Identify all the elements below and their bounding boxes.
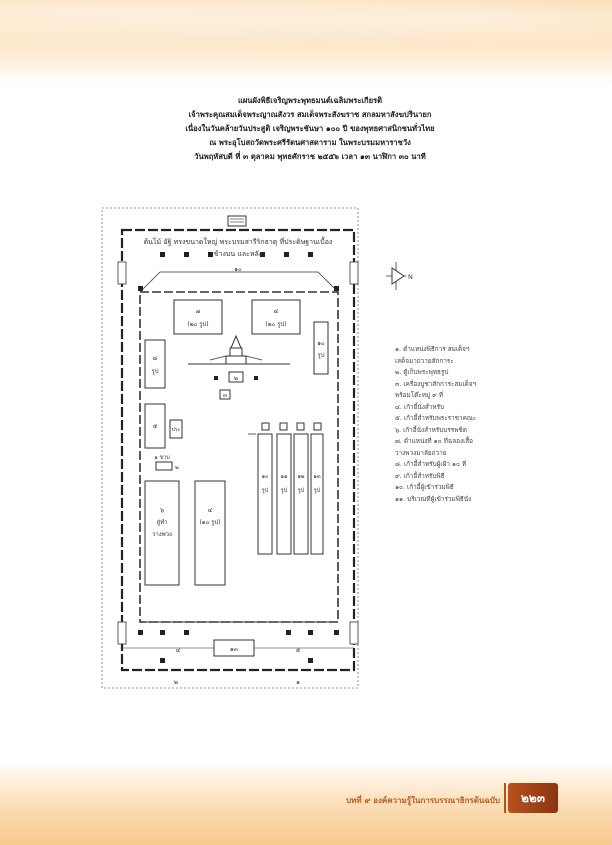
box-right — [313, 321, 329, 375]
legend-item: ๙. เก้าอี้สำหรับพิธี — [395, 471, 445, 480]
compass-label: N — [408, 273, 413, 281]
box-bottom-left-1 — [144, 480, 180, 586]
box-upper-left-num: ๗ — [196, 308, 201, 315]
window-left — [117, 261, 127, 285]
column-boxes — [257, 433, 324, 555]
bottom-marker: ๒ — [174, 679, 178, 686]
building-wall — [120, 228, 356, 672]
box-upper-right-num: ๔ — [274, 308, 279, 315]
diagram-top-label: ต้นไม้ อัฐิ ทรงขนาดใหญ่ พระบรมสารีริกธาต… — [144, 235, 333, 246]
diagram-top-label-sub: ข้างบน และหลัง — [214, 250, 262, 258]
column-label-3: ๑๒ — [297, 474, 304, 480]
legend-item: ๑๐. เก้าอี้ผู้เข้าร่วมพิธี — [395, 483, 454, 491]
altar-num: ๒ — [234, 375, 238, 382]
column-text-2: รูป — [281, 487, 288, 494]
box-upper-right-text: (๒๐ รูป) — [265, 321, 286, 328]
chapter-title: บทที่ ๙ องค์ความรู้ในการบรรณาธิกรต้นฉบับ — [346, 796, 500, 805]
box-left-1-num: ๘ — [153, 355, 158, 362]
column-box-1 — [257, 433, 273, 555]
legend-item: ๓. เครื่องบูชาสักการะสมเด็จฯ — [395, 379, 477, 388]
window-right-lower — [349, 621, 359, 645]
column-box-3 — [293, 433, 309, 555]
bench-label: ๑ ขาบ — [154, 455, 170, 461]
bottom-box-label: ๑๓ — [230, 646, 238, 653]
document-title: แผนผังพิธีเจริญพระพุทธมนต์เฉลิมพระเกียรต… — [150, 94, 470, 164]
box-left-2-num: ๕ — [153, 423, 158, 430]
title-line: เนื่องในวันคล้ายวันประสูติ เจริญพระชันษา… — [185, 124, 435, 133]
box-left-2 — [144, 403, 166, 449]
legend-item: วางพวงมาลัยถวาย — [395, 448, 447, 457]
window-left-lower — [117, 621, 127, 645]
box-left-1 — [144, 339, 166, 389]
legend-item: ๔. เก้าอี้นั่งสำหรับ — [395, 402, 445, 411]
column-box-4 — [310, 433, 324, 555]
pillars-top — [138, 252, 339, 291]
box-bottom-left-1-text1: สู่ทำ — [157, 519, 168, 526]
altar-table — [228, 371, 244, 383]
door-top — [227, 215, 247, 227]
box-right-num: ๑๐ — [317, 340, 325, 347]
legend-item: ๕. เก้าอี้สำหรับพระราชาคณะ — [395, 414, 477, 422]
legend-item: ๗. ตำแหน่งที่ ๑๐ ที่ฉลองเสื้อ — [395, 437, 474, 445]
title-line: วันพฤหัสบดี ที่ ๓ ตุลาคม พุทธศักราช ๒๕๕๖… — [194, 152, 426, 161]
column-label-1: ๑๐ — [262, 474, 269, 480]
column-box-2 — [276, 433, 292, 555]
window-right — [349, 261, 359, 285]
page-number-divider — [504, 783, 506, 813]
pillars-bottom — [138, 630, 339, 663]
box-bottom-left-2-text: (๑๐ รูป) — [199, 519, 220, 526]
title-line: เจ้าพระคุณสมเด็จพระญาณสังวร สมเด็จพระสัง… — [188, 110, 432, 119]
altar-sub: ๓ — [223, 392, 227, 399]
bottom-box — [213, 639, 255, 657]
title-line: ณ พระอุโบสถวัดพระศรีรัตนศาสดาราม ในพระบร… — [209, 138, 411, 147]
legend-item: เสด็จมาถวายสักการะ — [395, 356, 454, 365]
box-bottom-left-1-num: ๖ — [160, 507, 164, 514]
bottom-marker: ๕ — [296, 647, 301, 654]
legend-item: ๑๑. บริเวณที่ผู้เข้าร่วมพิธีนั่ง — [395, 494, 472, 503]
column-text-3: รูป — [298, 487, 305, 494]
column-label-2: ๑๑ — [281, 474, 288, 480]
box-small-text: ประ — [172, 427, 181, 433]
compass-icon — [386, 262, 406, 290]
bench-sub: ๒ — [175, 465, 179, 471]
box-upper-right — [251, 299, 301, 335]
altar-small — [219, 389, 231, 400]
bottom-marker: ๔ — [176, 647, 181, 654]
header-decoration-band — [0, 0, 612, 85]
bench — [155, 461, 173, 471]
box-right-text: รูป — [317, 352, 324, 359]
legend-item: ๒. ตู้เก็บพระพุทธรูป — [395, 368, 449, 376]
column-text-1: รูป — [262, 487, 269, 494]
legend: ๑. ตำแหน่งพิธีการ สมเด็จฯ เสด็จมาถวายสัก… — [395, 344, 595, 505]
box-small — [169, 419, 183, 439]
small-seats — [261, 422, 322, 431]
title-line: แผนผังพิธีเจริญพระพุทธมนต์เฉลิมพระเกียรต… — [237, 96, 383, 105]
legend-item: ๑. ตำแหน่งพิธีการ สมเด็จฯ — [395, 345, 470, 353]
box-bottom-left-2 — [194, 480, 226, 586]
legend-item: พร้อมโต๊ะหมู่ ๙ ที่ — [395, 391, 444, 399]
bottom-marker: ๑ — [296, 679, 300, 686]
box-upper-left — [173, 299, 223, 335]
box-upper-left-text: (๒๐ รูป) — [187, 321, 208, 328]
legend-item: ๘. เก้าอี้สำหรับผู้เฝ้า ๑๐ ที่ — [395, 460, 467, 468]
box-left-1-text: รูป — [151, 368, 158, 375]
box-bottom-left-2-num: ๔ — [208, 507, 213, 514]
altar — [188, 334, 290, 365]
marker-top: ๑๐ — [234, 266, 242, 273]
box-bottom-left-1-text2: วางพวง — [152, 531, 172, 538]
column-text-4: รูป — [314, 487, 321, 494]
legend-item: ๖. เก้าอี้นั่งสำหรับบรรพชิต — [395, 425, 467, 434]
column-label-4: ๑๓ — [313, 474, 320, 480]
outer-boundary — [101, 207, 359, 689]
page-number: ๒๒๓ — [508, 783, 558, 813]
